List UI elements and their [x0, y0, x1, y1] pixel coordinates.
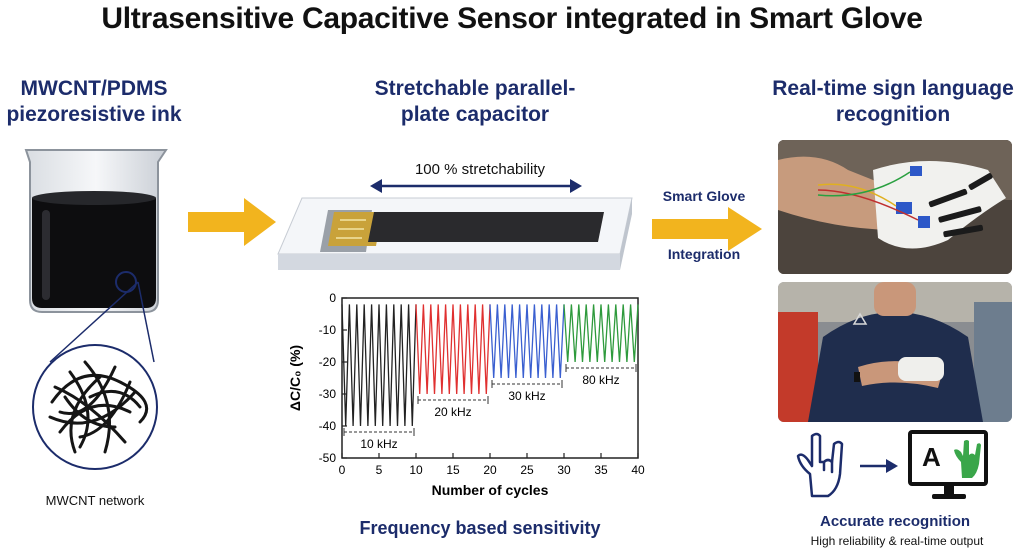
arrow-right-icon: [860, 459, 898, 473]
green-hand-icon: [954, 440, 981, 478]
smart-glove-photo: [778, 140, 1012, 274]
frequency-sensitivity-label: Frequency based sensitivity: [359, 518, 601, 538]
recognition-heading-line2: recognition: [835, 103, 951, 126]
mwcnt-network-label: MWCNT network: [45, 493, 145, 508]
recognized-letter: A: [922, 442, 941, 472]
series-line-30-khz: [489, 304, 565, 379]
capacitor-illustration: [277, 197, 633, 270]
ink-heading-line1: MWCNT/PDMS: [20, 77, 168, 100]
x-tick-label: 15: [446, 463, 460, 477]
smart-glove-label: Smart Glove: [662, 188, 746, 204]
ink-heading: MWCNT/PDMS piezoresistive ink: [4, 76, 184, 128]
reliability-label: High reliability & real-time output: [810, 534, 984, 548]
mwcnt-network-illustration: [32, 344, 158, 470]
x-axis-label: Number of cycles: [432, 482, 549, 498]
capacitor-heading-line1: Stretchable parallel-: [374, 77, 576, 100]
capacitor-heading-line2: plate capacitor: [400, 103, 550, 126]
hand-sign-icon: [796, 432, 844, 498]
double-arrow-icon: [370, 179, 582, 193]
series-line-10-khz: [341, 304, 417, 427]
x-tick-label: 40: [631, 463, 645, 477]
series-label: 30 kHz: [508, 389, 545, 403]
monitor-stand: [932, 484, 966, 499]
x-tick-label: 25: [520, 463, 534, 477]
y-tick-label: -50: [319, 451, 337, 465]
x-tick-label: 35: [594, 463, 608, 477]
x-tick-label: 20: [483, 463, 497, 477]
y-axis-label: ΔC/C₀ (%): [287, 345, 303, 411]
y-tick-label: -30: [319, 387, 337, 401]
y-tick-label: -40: [319, 419, 337, 433]
monitor-icon: A: [908, 430, 988, 486]
arrow-right-icon: [188, 198, 276, 246]
series-line-80-khz: [563, 304, 639, 363]
capacitor-heading: Stretchable parallel- plate capacitor: [330, 76, 620, 128]
ink-heading-line2: piezoresistive ink: [6, 103, 182, 126]
y-tick-label: -20: [319, 355, 337, 369]
y-tick-label: 0: [329, 291, 336, 305]
recognition-heading: Real-time sign language recognition: [762, 76, 1024, 128]
series-label: 20 kHz: [434, 405, 471, 419]
x-tick-label: 0: [339, 463, 346, 477]
zoom-lines: [49, 281, 155, 363]
recognition-heading-line1: Real-time sign language: [772, 77, 1014, 100]
accurate-recognition-label: Accurate recognition: [819, 513, 971, 530]
x-tick-label: 10: [409, 463, 423, 477]
series-label: 10 kHz: [360, 437, 397, 451]
ink-beaker-illustration: [24, 149, 168, 313]
integration-label: Integration: [667, 246, 741, 262]
y-tick-label: -10: [319, 323, 337, 337]
x-tick-label: 5: [376, 463, 383, 477]
x-tick-label: 30: [557, 463, 571, 477]
person-glove-photo: [778, 282, 1012, 422]
arrow-right-icon: [652, 207, 762, 251]
page-title: Ultrasensitive Capacitive Sensor integra…: [101, 2, 923, 35]
series-label: 80 kHz: [582, 373, 619, 387]
series-line-20-khz: [415, 304, 491, 395]
stretchability-label: 100 % stretchability: [414, 161, 546, 178]
